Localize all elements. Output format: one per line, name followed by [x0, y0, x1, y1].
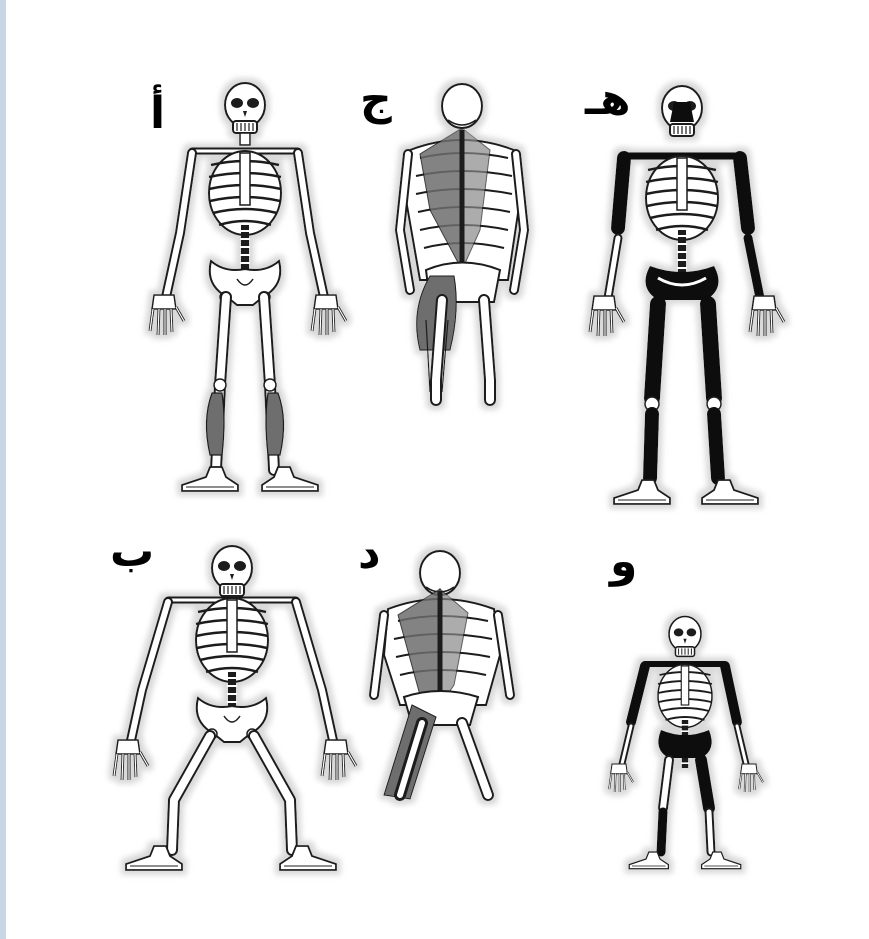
skeleton-figure-a	[130, 75, 350, 500]
label-waw: و	[610, 540, 637, 584]
label-jim: ج	[360, 78, 392, 122]
skeleton-figure-ha	[578, 78, 793, 518]
skeleton-figure-waw	[605, 612, 765, 870]
skeleton-figure-jim	[390, 80, 540, 410]
page-edge-strip	[0, 0, 6, 939]
skeleton-figure-dal	[370, 545, 520, 820]
skeleton-figure-ba	[112, 540, 352, 870]
